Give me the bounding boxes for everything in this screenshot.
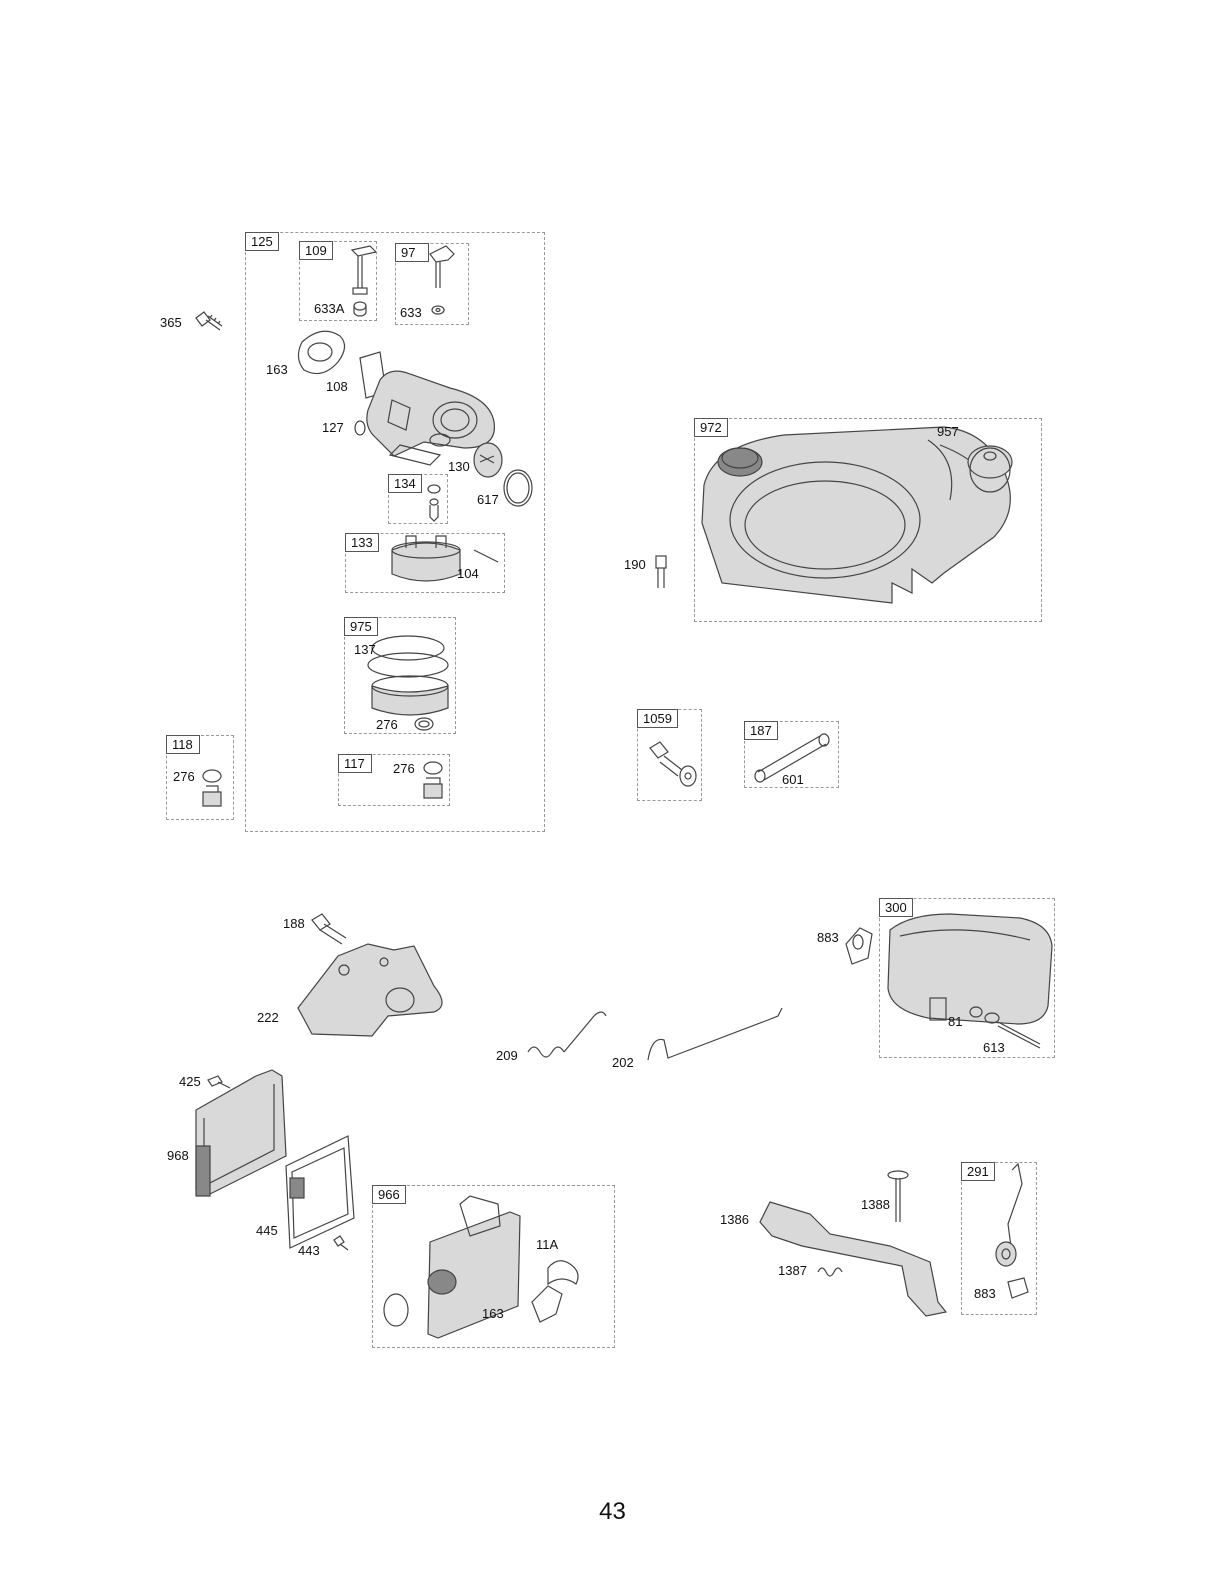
callout-1388: 1388 (861, 1198, 890, 1212)
ref-187: 187 (744, 721, 778, 740)
ref-291: 291 (961, 1162, 995, 1181)
ref-133: 133 (345, 533, 379, 552)
callout-190: 190 (624, 558, 646, 572)
callout-617: 617 (477, 493, 499, 507)
callout-81: 81 (948, 1015, 962, 1029)
callout-443: 443 (298, 1244, 320, 1258)
callout-613: 613 (983, 1041, 1005, 1055)
callout-957: 957 (937, 425, 959, 439)
assembly-box-133: 133 (345, 533, 505, 593)
assembly-box-291: 291 (961, 1162, 1037, 1315)
air-filter-base-968-drawing (196, 1070, 286, 1196)
callout-601: 601 (782, 773, 804, 787)
assembly-box-134: 134 (388, 474, 448, 524)
page-number: 43 (0, 1498, 1225, 1526)
assembly-box-1059: 1059 (637, 709, 702, 801)
callout-163-966: 163 (482, 1307, 504, 1321)
ref-975: 975 (344, 617, 378, 636)
ref-1059: 1059 (637, 709, 678, 728)
callout-108: 108 (326, 380, 348, 394)
callout-202: 202 (612, 1056, 634, 1070)
ref-966: 966 (372, 1185, 406, 1204)
callout-633A: 633A (314, 302, 344, 316)
ref-972: 972 (694, 418, 728, 437)
callout-130: 130 (448, 460, 470, 474)
callout-1387: 1387 (778, 1264, 807, 1278)
assembly-box-975: 975 (344, 617, 456, 734)
ref-118: 118 (166, 735, 200, 754)
callout-633: 633 (400, 306, 422, 320)
callout-127: 127 (322, 421, 344, 435)
assembly-box-300: 300 (879, 898, 1055, 1058)
callout-163: 163 (266, 363, 288, 377)
ref-109: 109 (299, 241, 333, 260)
callout-883-muffler: 883 (817, 931, 839, 945)
callout-1386: 1386 (720, 1213, 749, 1227)
assembly-box-966: 966 (372, 1185, 615, 1348)
ref-117: 117 (338, 754, 372, 773)
ref-97: 97 (395, 243, 429, 262)
callout-137: 137 (354, 643, 376, 657)
ref-134: 134 (388, 474, 422, 493)
callout-276-bowl: 276 (376, 718, 398, 732)
assembly-box-972: 972 (694, 418, 1042, 622)
bracket-1386-drawing (760, 1202, 946, 1316)
callout-209: 209 (496, 1049, 518, 1063)
callout-883-291: 883 (974, 1287, 996, 1301)
callout-222: 222 (257, 1011, 279, 1025)
callout-968: 968 (167, 1149, 189, 1163)
callout-11A: 11A (536, 1238, 558, 1252)
callout-365: 365 (160, 316, 182, 330)
filter-445-drawing (286, 1136, 354, 1248)
callout-188: 188 (283, 917, 305, 931)
bracket-222-drawing (298, 944, 442, 1036)
ref-300: 300 (879, 898, 913, 917)
callout-104: 104 (457, 567, 479, 581)
callout-425: 425 (179, 1075, 201, 1089)
ref-125: 125 (245, 232, 279, 251)
callout-276-117: 276 (393, 762, 415, 776)
callout-276-118: 276 (173, 770, 195, 784)
callout-445: 445 (256, 1224, 278, 1238)
screw-365-drawing (196, 312, 222, 330)
